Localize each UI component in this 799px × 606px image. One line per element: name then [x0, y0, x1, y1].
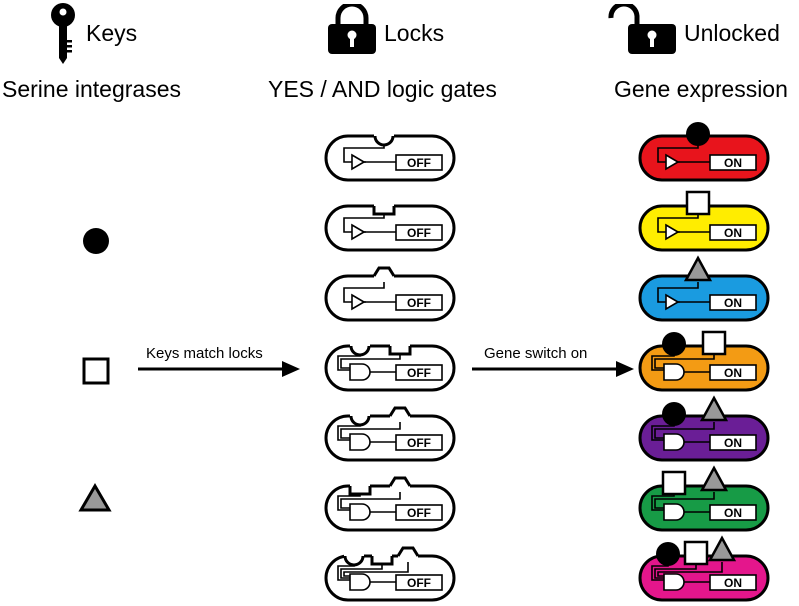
and-gate-icon	[663, 573, 685, 591]
locked-gate-3: OFF	[324, 266, 456, 322]
unlocked-gate-6: ON	[638, 465, 770, 532]
state-off-label: OFF	[407, 436, 431, 450]
reporter-box	[395, 364, 443, 381]
square-lock-slot	[370, 556, 394, 566]
state-off-label: OFF	[407, 576, 431, 590]
state-off-label: OFF	[407, 366, 431, 380]
promoter-icon	[351, 153, 366, 171]
circle-lock-slot	[343, 555, 365, 567]
reporter-box	[395, 574, 443, 591]
circle-key-inserted	[662, 402, 686, 426]
triangle-key-inserted	[699, 395, 729, 422]
reporter-box	[395, 504, 443, 521]
unlocked-title: Unlocked	[684, 20, 780, 46]
unlocked-gate-7: ON	[638, 535, 770, 602]
state-on-label: ON	[724, 226, 742, 240]
key-square-icon	[82, 357, 110, 385]
unlocked-gate-5: ON	[638, 395, 770, 462]
triangle-key-inserted	[699, 465, 729, 492]
reporter-box	[709, 504, 757, 521]
square-key-inserted	[683, 540, 709, 566]
reporter-box	[709, 154, 757, 171]
keys-match-locks-label: Keys match locks	[146, 345, 263, 362]
promoter-icon	[351, 293, 366, 311]
circle-lock-slot	[349, 415, 371, 427]
circle-key-inserted	[656, 542, 680, 566]
state-on-label: ON	[724, 506, 742, 520]
square-lock-slot	[372, 206, 396, 216]
promoter-icon	[665, 293, 680, 311]
circle-key-inserted	[686, 122, 710, 146]
reporter-box	[709, 434, 757, 451]
locked-gate-7: OFF	[324, 546, 456, 602]
state-on-label: ON	[724, 296, 742, 310]
gene-switch-on-arrow	[472, 361, 634, 377]
gene-switch-on-label: Gene switch on	[484, 345, 588, 362]
unlocked-gate-1: ON	[638, 122, 770, 182]
square-lock-slot	[348, 486, 372, 496]
square-key-inserted	[661, 470, 687, 496]
key-icon	[51, 3, 75, 64]
locks-title: Locks	[384, 20, 445, 46]
and-gate-icon	[663, 433, 685, 451]
promoter-icon	[665, 153, 680, 171]
padlock-closed-icon	[328, 4, 376, 54]
keys-to-locks-arrow	[138, 361, 300, 377]
reporter-box	[395, 154, 443, 171]
circle-lock-slot	[373, 135, 395, 147]
reporter-box	[395, 224, 443, 241]
locked-gate-5: OFF	[324, 406, 456, 462]
reporter-box	[709, 224, 757, 241]
triangle-lock-slot	[388, 476, 412, 487]
state-off-label: OFF	[407, 226, 431, 240]
keys-title: Keys	[86, 20, 138, 46]
unlocked-subtitle: Gene expression	[614, 76, 788, 102]
key-circle-icon	[83, 228, 109, 254]
locked-gate-6: OFF	[324, 476, 456, 532]
square-key-inserted	[701, 330, 727, 356]
triangle-lock-slot	[372, 266, 396, 277]
reporter-box	[709, 294, 757, 311]
locks-subtitle: YES / AND logic gates	[268, 76, 497, 102]
triangle-lock-slot	[396, 546, 420, 557]
circle-key-inserted	[662, 332, 686, 356]
keys-subtitle: Serine integrases	[2, 76, 181, 102]
and-gate-icon	[349, 363, 371, 381]
key-triangle-icon	[78, 483, 112, 512]
padlock-open-icon	[608, 4, 676, 54]
state-on-label: ON	[724, 366, 742, 380]
unlocked-gate-4: ON	[638, 330, 770, 392]
locked-gate-1: OFF	[324, 134, 456, 182]
and-gate-icon	[349, 433, 371, 451]
unlocked-gate-3: ON	[638, 255, 770, 322]
reporter-box	[709, 364, 757, 381]
reporter-box	[395, 434, 443, 451]
circle-lock-slot	[349, 345, 371, 357]
triangle-key-inserted	[683, 255, 713, 282]
state-on-label: ON	[724, 156, 742, 170]
state-off-label: OFF	[407, 506, 431, 520]
and-gate-icon	[349, 573, 371, 591]
and-gate-icon	[663, 503, 685, 521]
and-gate-icon	[349, 503, 371, 521]
square-key-inserted	[685, 190, 711, 216]
locked-gate-2: OFF	[324, 204, 456, 252]
triangle-key-inserted	[707, 535, 737, 562]
state-off-label: OFF	[407, 296, 431, 310]
reporter-box	[395, 294, 443, 311]
locked-gate-4: OFF	[324, 344, 456, 392]
state-on-label: ON	[724, 576, 742, 590]
promoter-icon	[665, 223, 680, 241]
and-gate-icon	[663, 363, 685, 381]
triangle-lock-slot	[388, 406, 412, 417]
promoter-icon	[351, 223, 366, 241]
unlocked-gate-2: ON	[638, 190, 770, 252]
state-off-label: OFF	[407, 156, 431, 170]
state-on-label: ON	[724, 436, 742, 450]
square-lock-slot	[388, 346, 412, 356]
reporter-box	[709, 574, 757, 591]
